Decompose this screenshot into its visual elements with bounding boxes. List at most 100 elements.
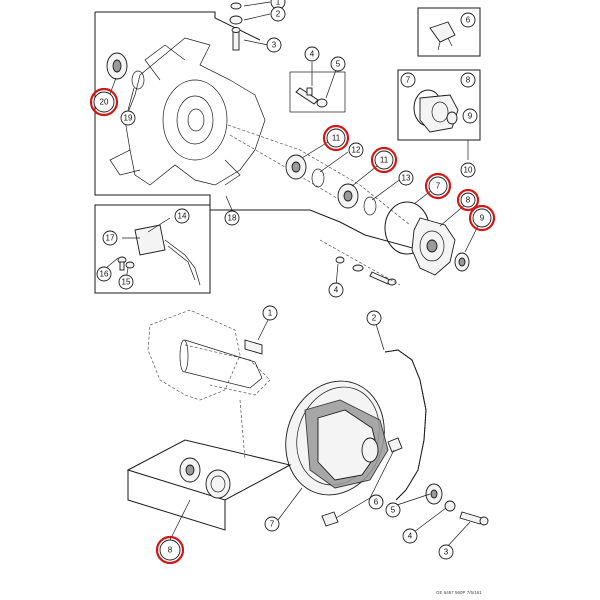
- callout-c12: 12: [348, 142, 364, 158]
- callout-label: 18: [228, 214, 237, 223]
- callout-label: 13: [402, 174, 411, 183]
- callout-circle: [460, 162, 476, 178]
- callout-label: 5: [391, 506, 396, 515]
- callout-c14: 14: [174, 208, 190, 224]
- callout-b6: 6: [368, 494, 384, 510]
- callout-circle: [96, 266, 112, 282]
- callout-circle: [118, 274, 134, 290]
- callout-c2: 2: [270, 6, 286, 22]
- drawing-credit: GE 6467 560P 7/5/161: [436, 590, 482, 595]
- callout-label: 19: [124, 114, 133, 123]
- callout-label: 8: [466, 196, 471, 205]
- callout-circle: [462, 108, 478, 124]
- callout-c17: 17: [102, 230, 118, 246]
- callout-c16: 16: [96, 266, 112, 282]
- callout-circle: [400, 72, 416, 88]
- callout-label: 9: [480, 214, 485, 223]
- callout-label: 7: [270, 520, 275, 529]
- bottom-assembly: [126, 309, 489, 531]
- leader-lines: [105, 1, 481, 549]
- callout-circle: [330, 56, 346, 72]
- callout-label: 6: [374, 498, 379, 507]
- callout-circle: [385, 502, 401, 518]
- drive-pulley: [285, 380, 389, 496]
- callout-circle: [438, 544, 454, 560]
- callout-circle: [174, 208, 190, 224]
- callout-c20: 20: [89, 87, 119, 117]
- callout-label: 2: [372, 314, 377, 323]
- callout-label: 14: [178, 212, 187, 221]
- callout-c19: 19: [120, 110, 136, 126]
- callout-label: 8: [466, 76, 471, 85]
- highlight-ring: [424, 172, 452, 200]
- highlight-ring: [89, 87, 119, 117]
- callout-circle: [472, 208, 492, 228]
- callout-label: 3: [272, 41, 277, 50]
- callout-circle: [460, 192, 476, 208]
- callout-label: 4: [334, 286, 339, 295]
- callout-circle: [326, 128, 346, 148]
- callout-b1: 1: [262, 305, 278, 321]
- callout-label: 4: [310, 50, 315, 59]
- callout-c7b: 7: [424, 172, 452, 200]
- callout-c4b: 4: [328, 282, 344, 298]
- callout-label: 16: [100, 270, 109, 279]
- callout-b8: 8: [155, 535, 185, 565]
- callout-circle: [328, 282, 344, 298]
- inset-cover-box: [397, 69, 481, 160]
- callout-circle: [402, 528, 418, 544]
- callout-circle: [270, 6, 286, 22]
- callout-circle: [460, 12, 476, 28]
- callout-label: 10: [464, 166, 473, 175]
- fastener-stack: [229, 2, 243, 51]
- callout-circle: [264, 516, 280, 532]
- callout-circle: [398, 170, 414, 186]
- bearing-set: [285, 154, 377, 216]
- inset-bracket-box: [417, 7, 481, 57]
- callout-circle: [304, 46, 320, 62]
- inset-sensor-box: [94, 204, 211, 294]
- highlight-ring: [155, 535, 185, 565]
- callout-circle: [460, 72, 476, 88]
- top-assembly: [94, 2, 481, 294]
- callout-label: 4: [408, 532, 413, 541]
- callout-c11b: 11: [370, 146, 398, 174]
- callout-circle: [102, 230, 118, 246]
- inset-bearing-box: [126, 399, 292, 531]
- callout-b4: 4: [402, 528, 418, 544]
- callout-c6: 6: [460, 12, 476, 28]
- callout-c3: 3: [266, 37, 282, 53]
- callout-label: 1: [276, 0, 281, 7]
- callout-circle: [366, 310, 382, 326]
- callout-label: 12: [352, 146, 361, 155]
- callout-circle: [374, 150, 394, 170]
- callout-circle: [428, 176, 448, 196]
- callout-label: 6: [466, 16, 471, 25]
- callout-b2: 2: [366, 310, 382, 326]
- callout-label: 20: [100, 98, 109, 107]
- callout-label: 3: [444, 548, 449, 557]
- callout-circle: [93, 91, 115, 113]
- callout-label: 5: [336, 60, 341, 69]
- callout-c15: 15: [118, 274, 134, 290]
- highlight-ring: [456, 188, 480, 212]
- callout-label: 11: [380, 156, 389, 165]
- callout-c9: 9: [462, 108, 478, 124]
- callout-label: 1: [268, 309, 273, 318]
- highlight-ring: [322, 124, 350, 152]
- callout-c8: 8: [460, 72, 476, 88]
- callout-c7: 7: [400, 72, 416, 88]
- highlight-ring: [370, 146, 398, 174]
- lower-fasteners: [319, 239, 401, 286]
- callout-circle: [368, 494, 384, 510]
- callout-label: 9: [468, 112, 473, 121]
- highlight-ring: [468, 204, 496, 232]
- callout-c10: 10: [460, 162, 476, 178]
- callout-circle: [262, 305, 278, 321]
- callout-c18: 18: [224, 210, 240, 226]
- callout-c9b: 9: [468, 204, 496, 232]
- cover-assembly: [384, 201, 470, 276]
- bearing-20: [106, 52, 145, 90]
- callout-circle: [348, 142, 364, 158]
